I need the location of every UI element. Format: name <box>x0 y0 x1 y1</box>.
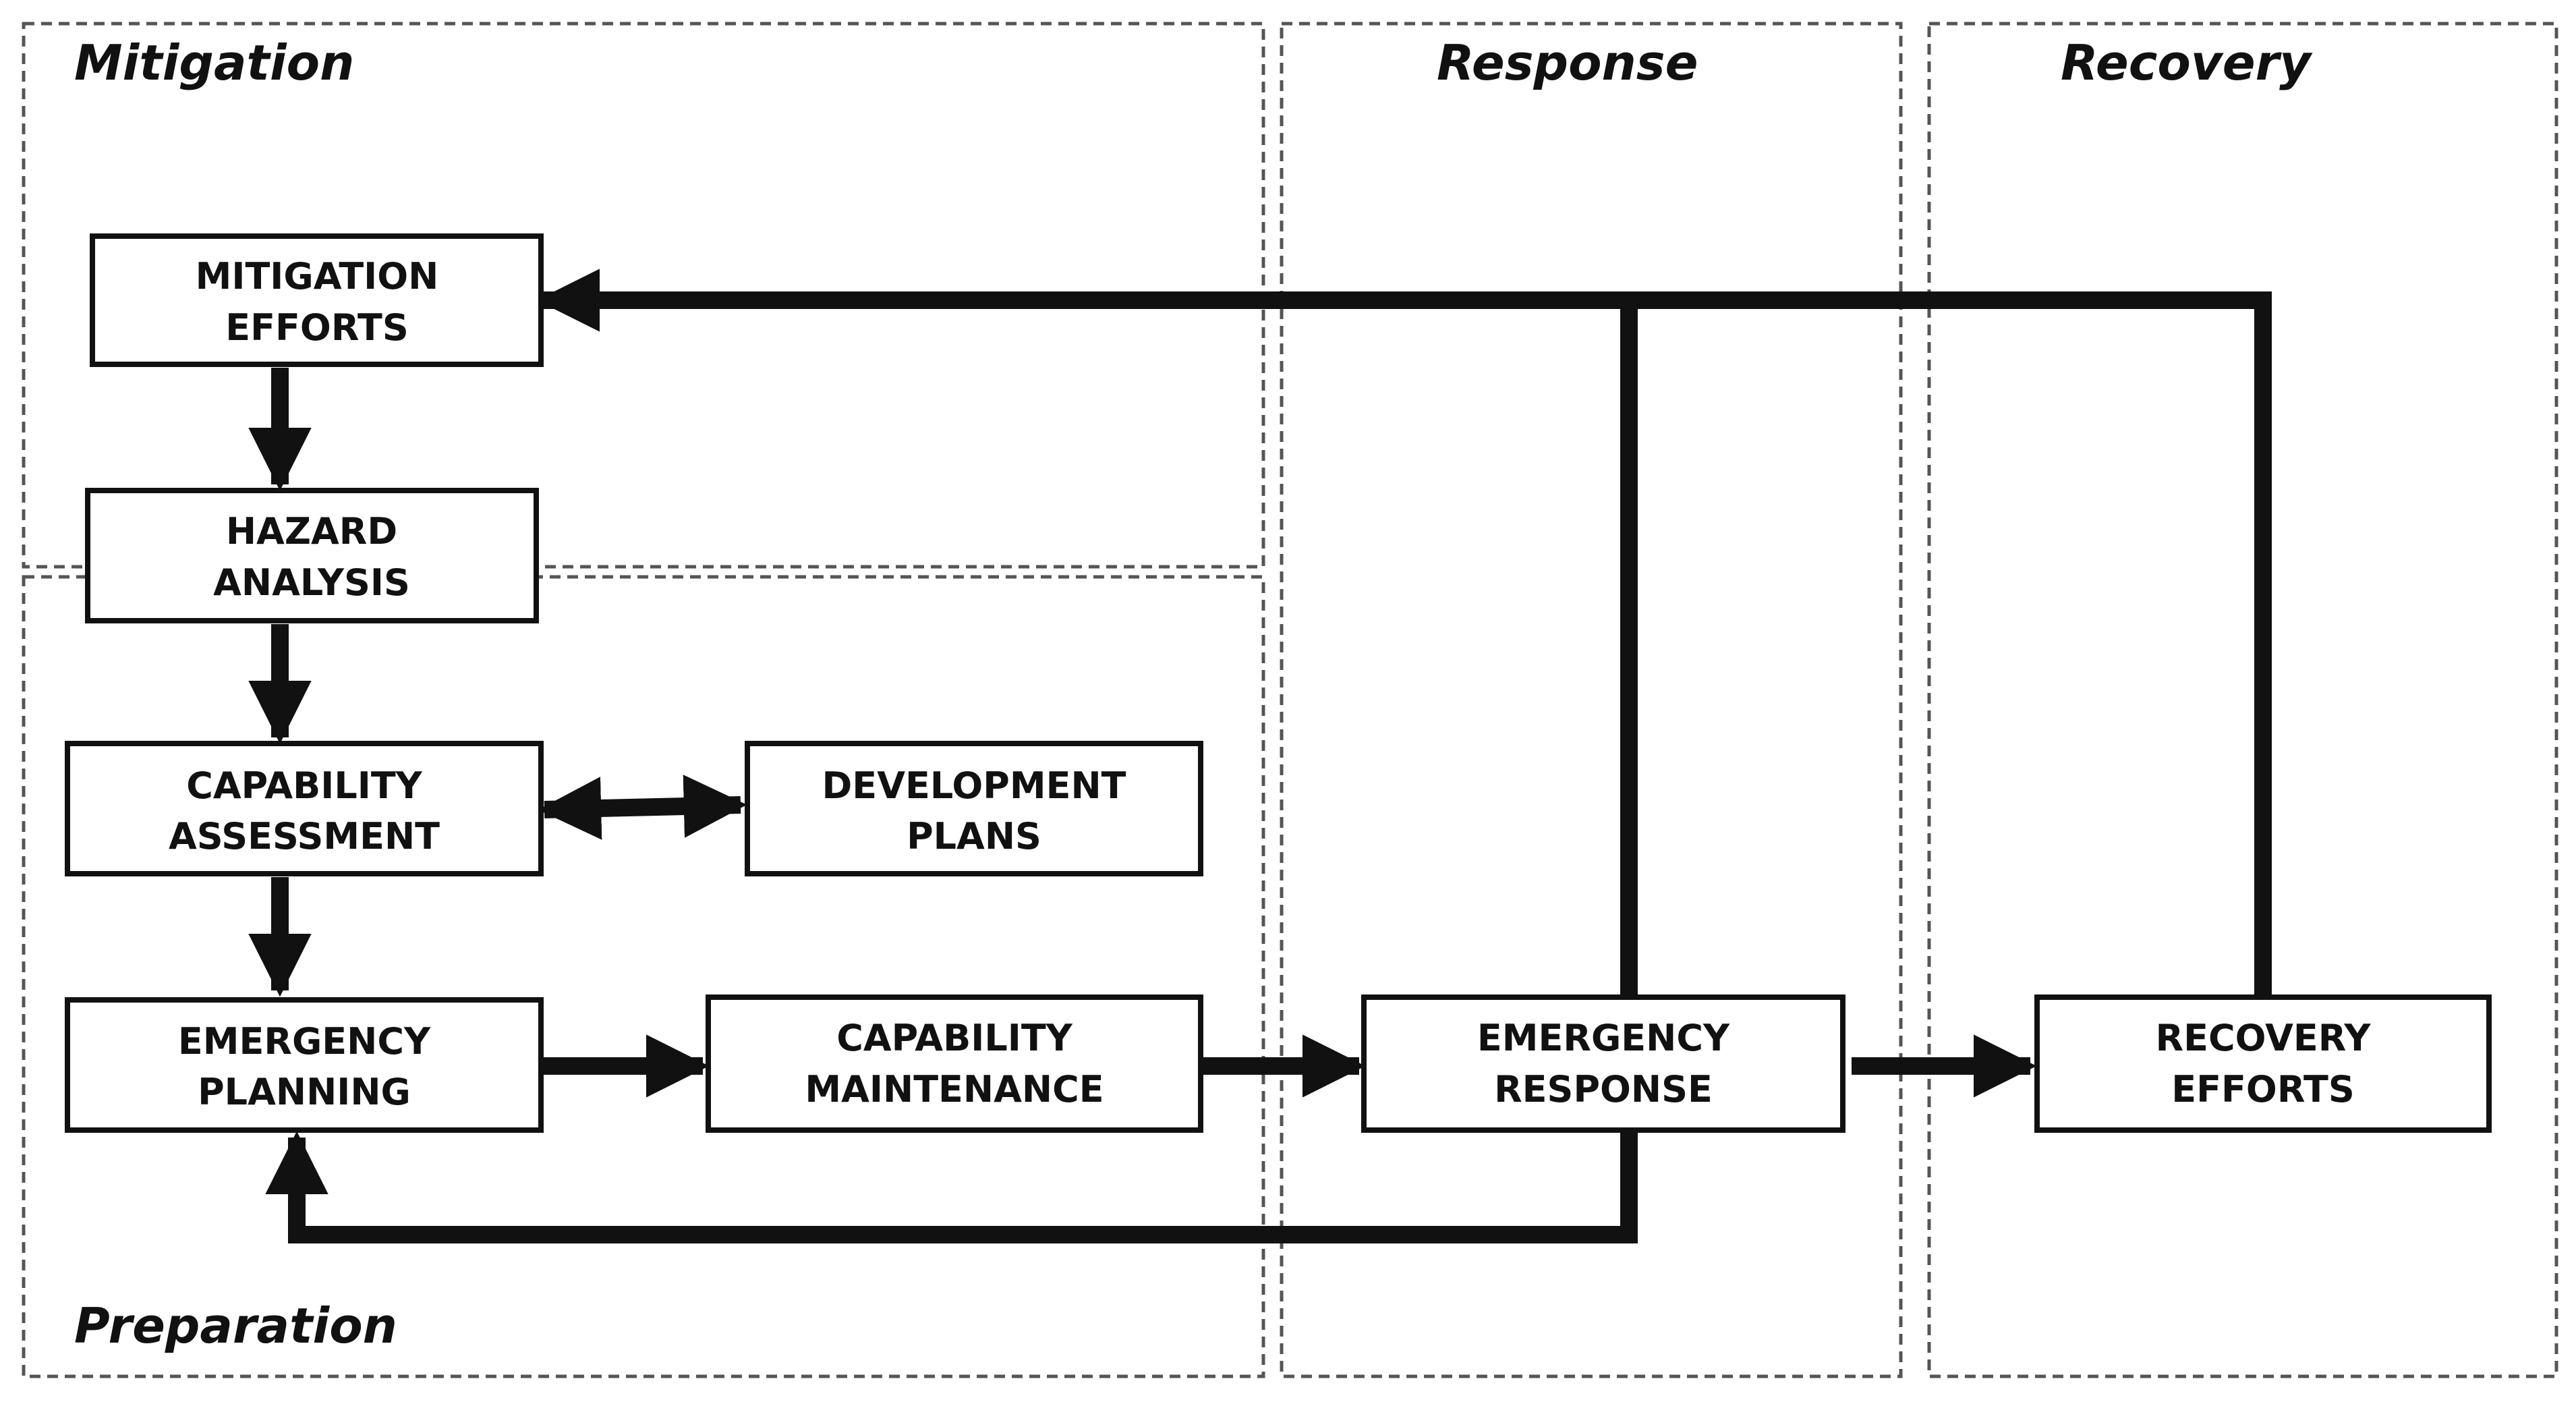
arrow-assessment-development <box>538 775 747 840</box>
response-region <box>1280 22 1903 1378</box>
box-label-line: HAZARD <box>226 510 397 553</box>
box-label-line: PLANNING <box>198 1071 411 1113</box>
box-label-line: EFFORTS <box>225 306 408 349</box>
feedback-recovery-to-mitigation <box>536 269 2272 997</box>
box-label-line: RECOVERY <box>2156 1017 2372 1059</box>
phase-regions <box>22 22 2558 1378</box>
box-label-line: PLANS <box>907 815 1041 858</box>
box-label-line: EFFORTS <box>2171 1068 2354 1111</box>
box-label-line: CAPABILITY <box>186 764 422 807</box>
box-label-line: MITIGATION <box>196 255 439 298</box>
preparation-region <box>22 575 1265 1378</box>
mitigation-phase-title: Mitigation <box>74 34 354 91</box>
box-label-line: MAINTENANCE <box>805 1068 1104 1111</box>
box-label-line: DEVELOPMENT <box>822 764 1126 807</box>
hazard-analysis-box: HAZARD ANALYSIS <box>85 488 539 623</box>
feedback-response-to-planning <box>265 1130 1638 1243</box>
recovery-efforts-box: RECOVERY EFFORTS <box>2034 994 2492 1133</box>
preparation-phase-title: Preparation <box>74 1297 397 1354</box>
mitigation-efforts-box: MITIGATION EFFORTS <box>90 233 544 367</box>
connectors <box>248 269 2272 1243</box>
box-label-line: EMERGENCY <box>178 1020 431 1063</box>
box-label-line: ASSESSMENT <box>169 815 440 858</box>
response-phase-title: Response <box>1437 34 1698 91</box>
box-label-line: CAPABILITY <box>836 1017 1072 1059</box>
emergency-planning-box: EMERGENCY PLANNING <box>65 997 544 1133</box>
box-label-line: EMERGENCY <box>1477 1017 1730 1059</box>
capability-maintenance-box: CAPABILITY MAINTENANCE <box>706 994 1203 1133</box>
recovery-region <box>1927 22 2558 1378</box>
box-label-line: ANALYSIS <box>213 561 410 604</box>
box-label-line: RESPONSE <box>1494 1068 1713 1111</box>
development-plans-box: DEVELOPMENT PLANS <box>745 741 1203 876</box>
recovery-phase-title: Recovery <box>2061 34 2313 91</box>
emergency-response-box: EMERGENCY RESPONSE <box>1361 994 1845 1133</box>
process-boxes: MITIGATION EFFORTS HAZARD ANALYSIS CAPAB… <box>65 233 2492 1133</box>
capability-assessment-box: CAPABILITY ASSESSMENT <box>65 741 544 876</box>
